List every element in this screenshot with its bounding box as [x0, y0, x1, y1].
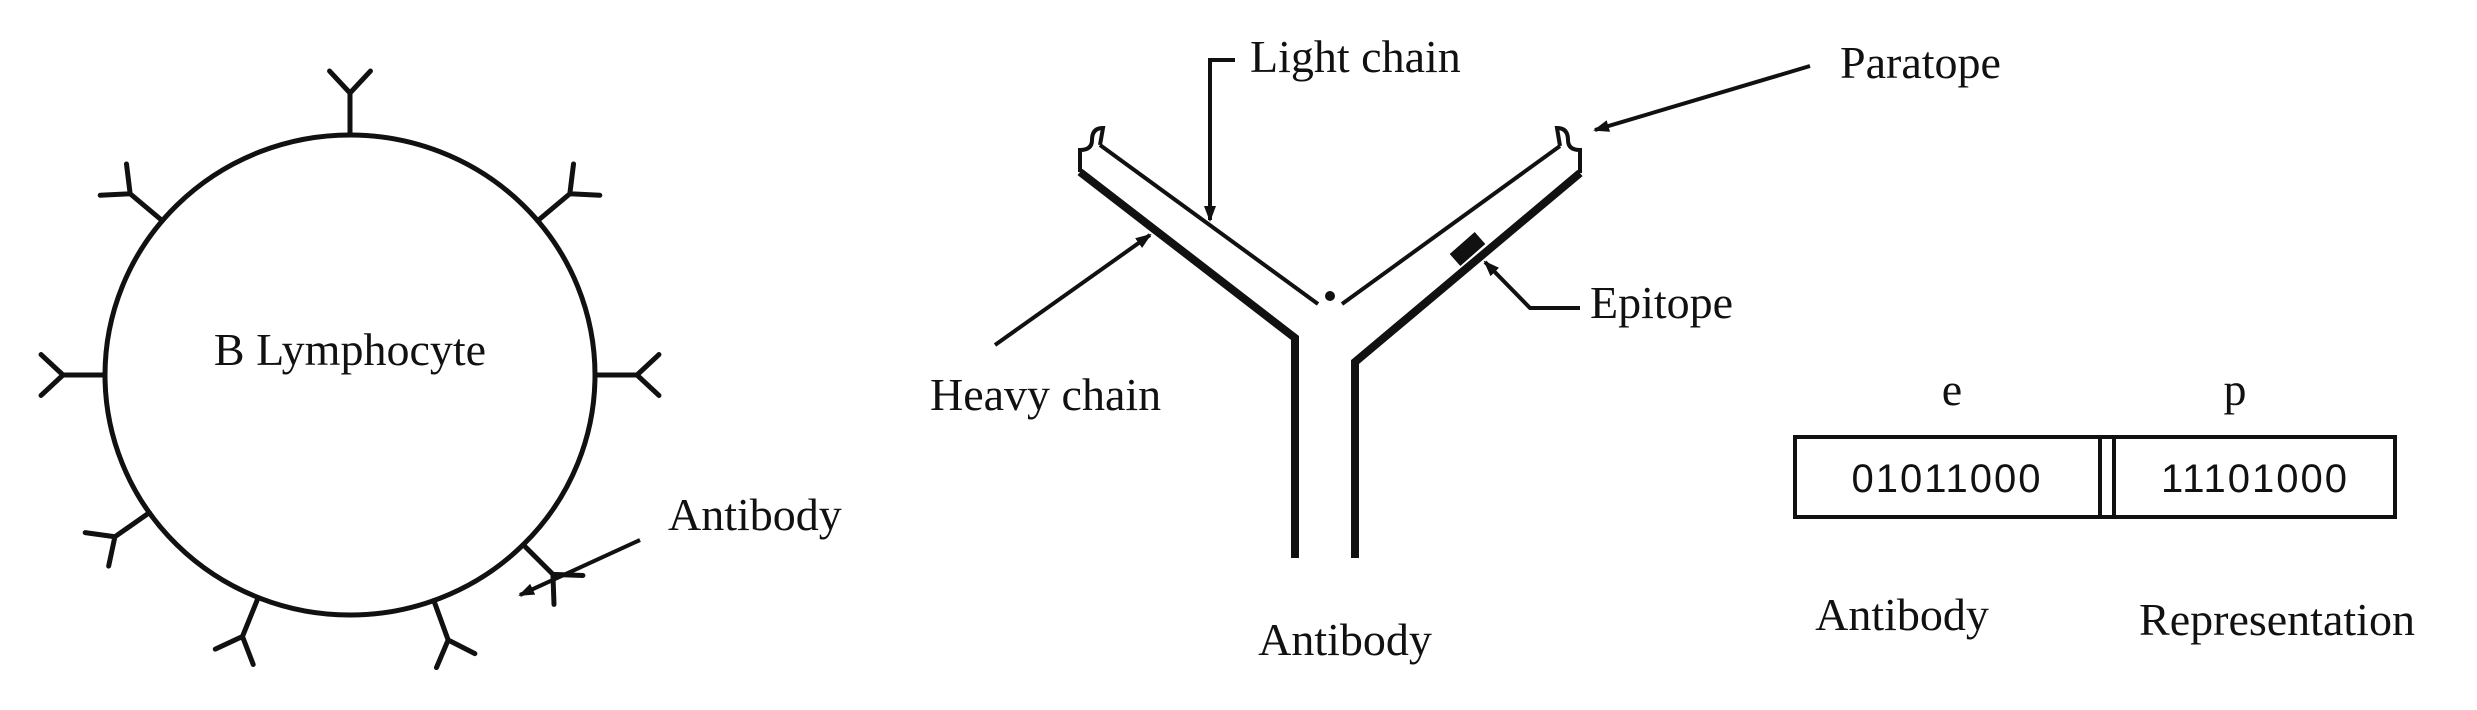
paratope-letter: p: [2224, 364, 2247, 415]
antibody-structure-panel: Light chain Paratope Heavy chain Epitope…: [930, 31, 2001, 665]
surface-antibody: [592, 352, 662, 398]
paratope-label: Paratope: [1840, 37, 2001, 88]
epitope-marker: [1449, 231, 1486, 267]
surface-antibody-arrow: [518, 538, 641, 597]
hinge-point: [1325, 291, 1335, 301]
b-lymphocyte-panel: B Lymphocyte Antibody: [38, 68, 842, 671]
surface-antibody: [38, 352, 108, 398]
surface-antibody: [535, 161, 603, 224]
surface-antibody: [520, 542, 586, 607]
epitope-label: Epitope: [1590, 277, 1733, 328]
light-chain-label: Light chain: [1250, 31, 1461, 82]
heavy-chain-arrow: [993, 233, 1152, 347]
surface-antibody: [431, 598, 478, 671]
paratope-arrow: [1593, 64, 1811, 132]
surface-antibody: [212, 595, 261, 667]
surface-antibody: [97, 161, 165, 224]
epitope-letter: e: [1942, 364, 1962, 415]
antibody-caption: Antibody: [1258, 614, 1432, 665]
representation-panel: e p 01011000 11101000 Antibody Represent…: [1793, 364, 2415, 645]
bitstring-box: [1793, 435, 2397, 519]
left-arm-tip: [1078, 125, 1106, 172]
heavy-chain-outline: [1077, 168, 1583, 558]
cell-label: B Lymphocyte: [214, 324, 486, 375]
right-arm-tip: [1554, 125, 1582, 173]
paratope-bits: 11101000: [2161, 457, 2349, 501]
representation-caption-right: Representation: [2139, 594, 2415, 645]
epitope-arrow: [1483, 260, 1580, 310]
epitope-bits: 01011000: [1852, 457, 2043, 501]
light-chain-arrow: [1204, 58, 1235, 222]
surface-antibody-label: Antibody: [668, 489, 842, 540]
surface-antibody: [82, 510, 152, 569]
representation-caption-left: Antibody: [1815, 589, 1989, 640]
light-chain-outline: [1098, 143, 1562, 306]
surface-antibody: [327, 68, 373, 138]
heavy-chain-label: Heavy chain: [930, 369, 1161, 420]
